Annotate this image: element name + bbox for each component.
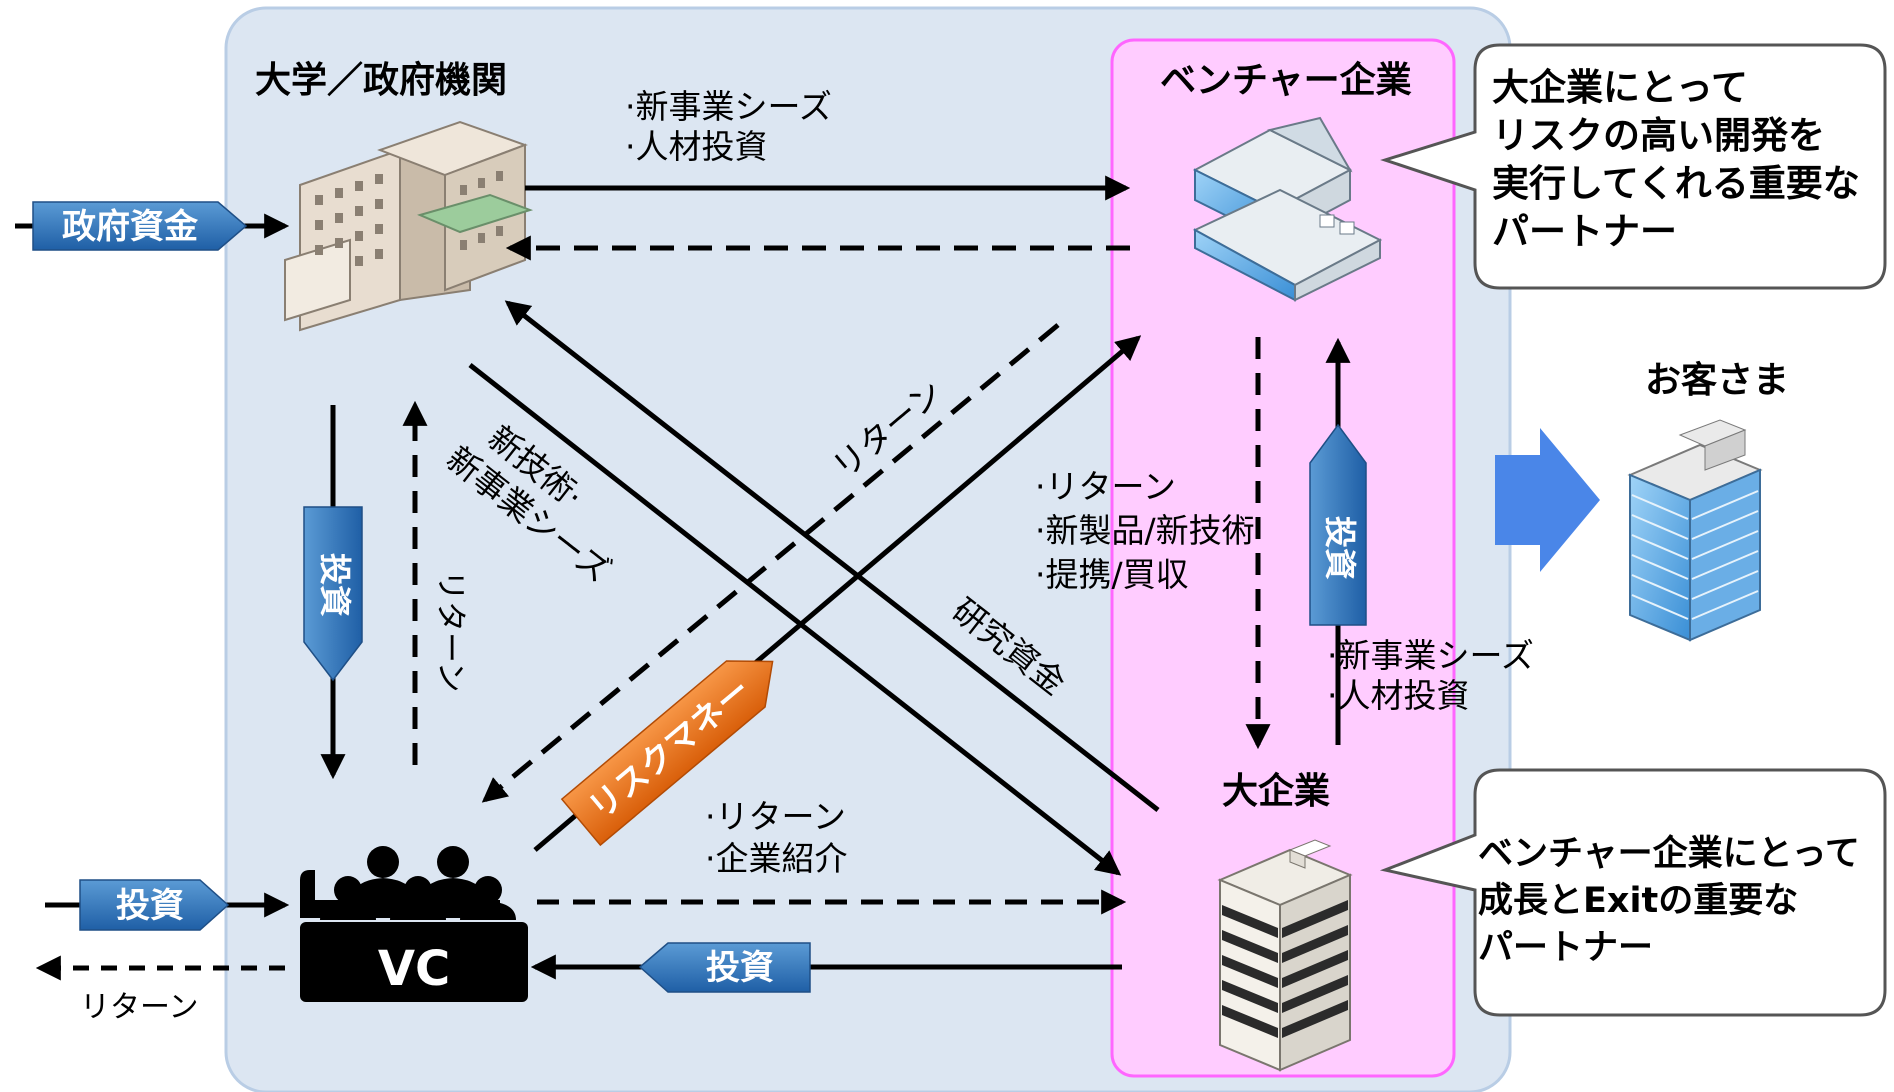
university-title: 大学／政府機関 xyxy=(255,59,507,101)
tag-investment-in: 投資 xyxy=(79,879,230,931)
tag-investment-vertical-left: 投資 xyxy=(303,506,363,682)
arrow-corp-to-univ xyxy=(504,300,1160,812)
svg-text:ベンチャー企業にとって 成長とExitの重要な: ベンチャー企業にとって 成長とExitの重要な パートナー xyxy=(1478,833,1872,968)
label-venture-to-corp: ·リターン ·新製品/新技術 ·提携/買収 xyxy=(1035,467,1265,594)
callout-venture-note: 大企業にとって リスクの高い開発を 実行してくれる重要な パートナー xyxy=(1380,43,1887,290)
label-univ-to-venture: ·新事業シーズ ·人材投資 xyxy=(625,87,842,166)
svg-text:投資: 投資 xyxy=(1321,516,1359,580)
tag-investment-vertical-right: 投資 xyxy=(1309,423,1367,626)
svg-text:政府資金: 政府資金 xyxy=(62,207,199,247)
large-corp-title: 大企業 xyxy=(1222,770,1330,812)
arrow-venture-to-vc-dashed xyxy=(481,323,1060,803)
customers-building-icon xyxy=(1627,419,1763,642)
venture-panel xyxy=(1110,38,1456,1078)
svg-text:投資: 投資 xyxy=(116,886,184,926)
large-corp-building-icon xyxy=(1217,839,1353,1072)
venture-building-icon xyxy=(1192,116,1383,302)
svg-text:投資: 投資 xyxy=(706,948,774,988)
customers-title: お客さま xyxy=(1645,360,1789,401)
vc-people-icon xyxy=(300,846,528,1002)
tag-investment-corp-to-vc: 投資 xyxy=(638,942,811,993)
label-corp-to-venture: ·新事業シーズ ·人材投資 xyxy=(1327,636,1544,715)
venture-title: ベンチャー企業 xyxy=(1160,59,1412,101)
label-vc-to-corp: ·リターン ·企業紹介 xyxy=(705,797,856,878)
arrow-univ-to-corp xyxy=(468,363,1122,876)
label-return-vertical: リターン xyxy=(432,570,468,692)
label-vc-return-out: リターン xyxy=(80,990,199,1025)
callout-large-corp-note: ベンチャー企業にとって 成長とExitの重要な パートナー xyxy=(1379,768,1887,1017)
arrow-to-customers xyxy=(1495,428,1600,572)
university-building-icon xyxy=(284,120,534,332)
svg-text:投資: 投資 xyxy=(316,553,354,617)
vc-label: VC xyxy=(378,941,450,997)
tag-gov-funds: 政府資金 xyxy=(32,201,248,251)
svg-text:大企業にとって リスクの高い開発を: 大企業にとって リスクの高い開発を 実行してくれる重要な パートナー xyxy=(1492,66,1873,253)
